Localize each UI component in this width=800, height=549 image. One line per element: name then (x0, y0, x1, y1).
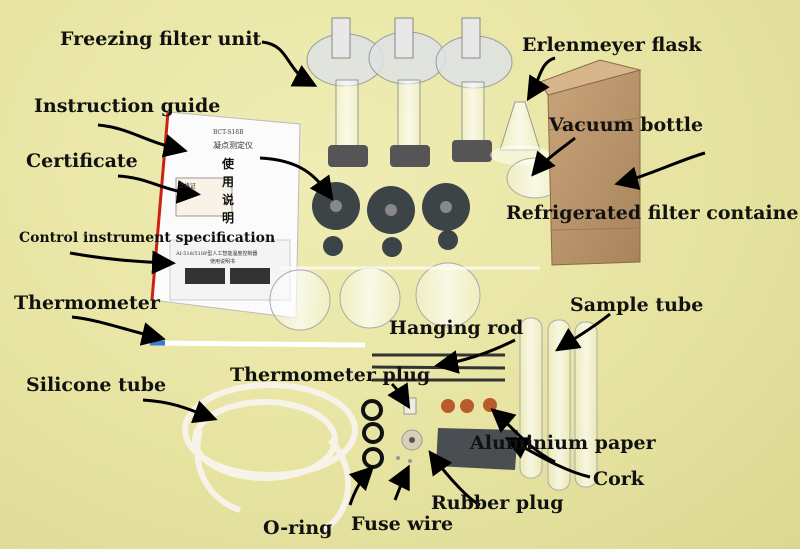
booklet-char-1: 使 (222, 157, 235, 171)
label-thermometer: Thermometer (14, 292, 160, 314)
label-aluminium-paper: Aluminium paper (470, 432, 656, 454)
corks (441, 398, 497, 413)
disc-lids (312, 182, 470, 257)
plugs (401, 397, 423, 451)
label-freezing-filter-unit: Freezing filter unit (60, 28, 262, 50)
spec-title: AI-518/518P型人工智能温度控制器 (176, 251, 258, 257)
label-erlenmeyer-flask: Erlenmeyer flask (522, 34, 702, 56)
leader-arrows (69, 40, 706, 507)
label-refrigerated-filter-container: Refrigerated filter containe (506, 202, 799, 224)
o-rings (361, 399, 384, 469)
label-hanging-rod: Hanging rod (389, 317, 524, 339)
certificate-card-text: 合格证 (178, 183, 197, 190)
label-fuse-wire: Fuse wire (351, 513, 454, 535)
fuse-wire-item (396, 456, 412, 463)
label-certificate: Certificate (26, 150, 138, 172)
label-rubber-plug: Rubber plug (431, 492, 564, 514)
spec-subtitle: 使用说明书 (210, 259, 236, 265)
freezing-filter-unit (306, 17, 513, 167)
round-flasks (269, 262, 540, 331)
label-thermometer-plug: Thermometer plug (230, 364, 431, 386)
label-silicone-tube: Silicone tube (26, 374, 167, 396)
label-instruction-guide: Instruction guide (34, 95, 221, 117)
label-control-instrument-specification: Control instrument specification (19, 230, 276, 246)
booklet-char-3: 说 (222, 193, 235, 207)
label-sample-tube: Sample tube (570, 294, 704, 316)
thermometer-item (149, 340, 366, 348)
silicone-tube-item (182, 382, 358, 533)
booklet-char-2: 用 (222, 175, 235, 189)
label-cork: Cork (593, 468, 644, 490)
label-vacuum-bottle: Vacuum bottle (549, 114, 704, 136)
erlenmeyer-flask-item (490, 101, 550, 165)
aluminium-paper-item (436, 428, 518, 470)
booklet-char-4: 明 (222, 211, 235, 225)
refrigerated-filter-container-box (539, 59, 642, 266)
label-o-ring: O-ring (263, 517, 333, 539)
sample-tubes-item (519, 317, 598, 491)
booklet-title: 凝点测定仪 (213, 141, 253, 150)
booklet-model: BCT-S18B (213, 129, 244, 136)
